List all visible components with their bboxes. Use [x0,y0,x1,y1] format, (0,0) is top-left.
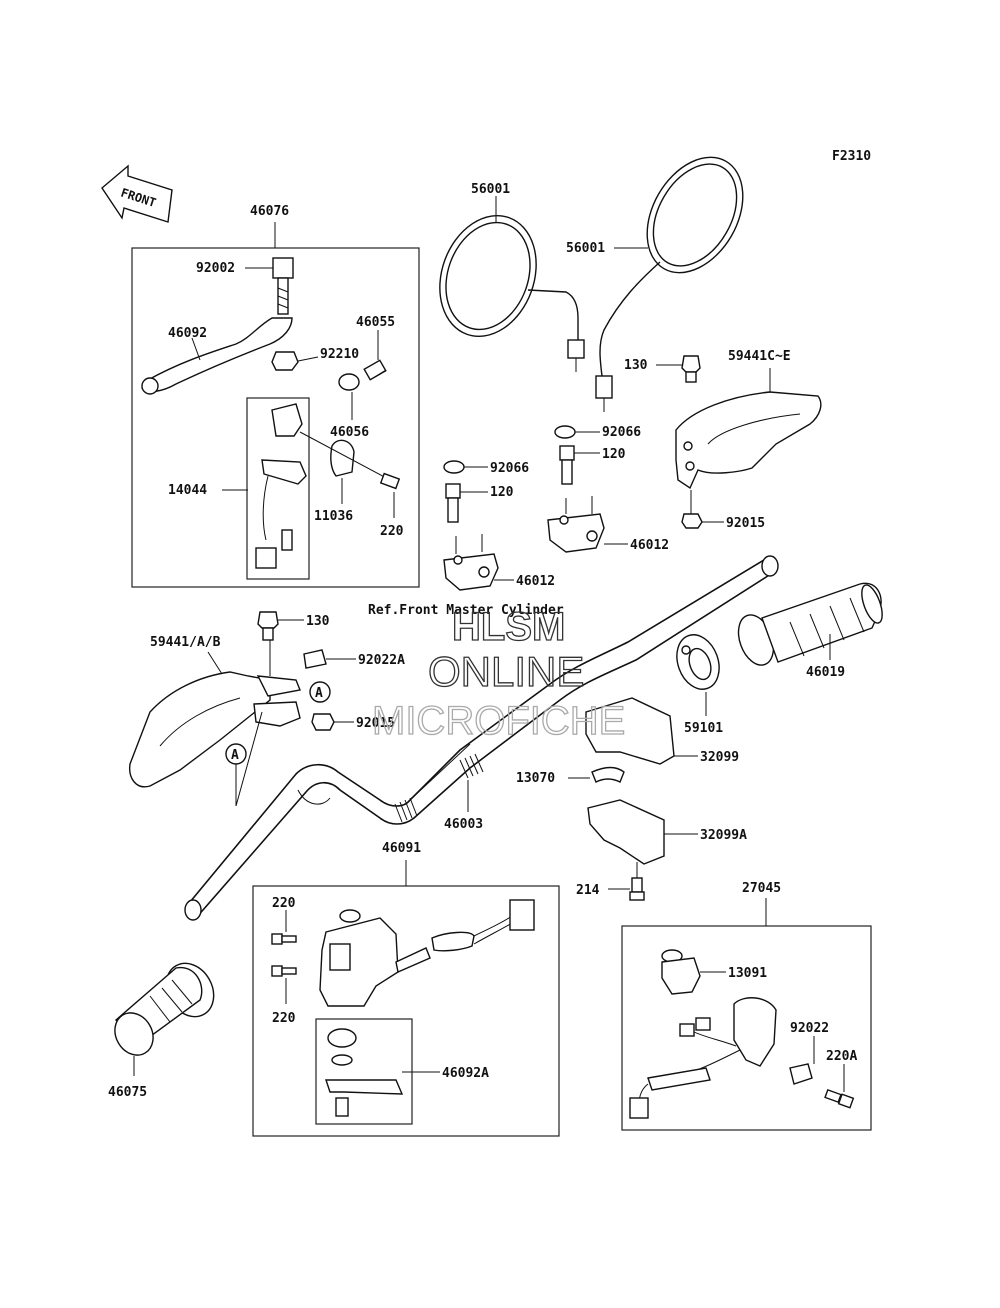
nut-92210-icon [271,351,299,371]
throttle-cam-59101-icon [676,634,720,690]
clutch-lever-icon [141,317,293,393]
label-46012-lower: 46012 [516,574,555,589]
label-46092a: 46092A [442,1066,489,1081]
label-13070: 13070 [516,771,555,786]
label-56001-right: 56001 [566,241,605,256]
screw-214-icon [629,877,645,901]
clip-92022-icon [789,1063,813,1085]
front-arrow-icon: FRONT [101,164,173,223]
label-220-lever: 220 [380,524,404,539]
watermark-line3: MICROFICHE [372,699,625,743]
label-46056: 46056 [330,425,369,440]
reference-note: Ref.Front Master Cylinder [368,603,564,618]
label-120-lower: 120 [490,485,514,500]
label-46003: 46003 [444,817,483,832]
washer-92066-lower-icon [443,460,465,474]
label-59101: 59101 [684,721,723,736]
bolt-130-right-icon [681,355,701,383]
label-46075: 46075 [108,1085,147,1100]
throttle-housing-32099-icon [585,697,675,765]
clutch-switch-14044-icon [255,403,307,569]
label-59441ce: 59441C~E [728,349,791,364]
label-46091: 46091 [382,841,421,856]
label-92002: 92002 [196,261,235,276]
label-130-right: 130 [624,358,648,373]
clip-92022a-icon [303,649,327,669]
switch-27045-icon [629,997,777,1119]
grip-46019-icon [737,582,883,666]
label-92015-right: 92015 [726,516,765,531]
handlebar-46003-icon [184,555,779,921]
bolt-120-upper-icon [559,445,575,485]
screw-220-lower-icon [271,965,297,977]
label-130-left: 130 [306,614,330,629]
choke-lever-46092a-icon [325,1028,404,1117]
label-220-upper: 220 [272,896,296,911]
label-46055: 46055 [356,315,395,330]
label-92015-left: 92015 [356,716,395,731]
label-32099a: 32099A [700,828,747,843]
clip-13070-icon [591,766,625,783]
handguard-left-icon [129,671,301,788]
locknut-46056-icon [338,373,360,391]
screw-220a-icon [824,1088,855,1109]
clamp-46012-lower-icon [443,534,499,591]
label-46092: 46092 [168,326,207,341]
label-46019: 46019 [806,665,845,680]
switch-assembly-group-box [621,925,872,1131]
bolt-130-left-icon [257,611,279,641]
bracket-11036-icon [330,439,355,477]
nut-92015-left-icon [311,713,335,731]
bolt-92002-icon [272,257,294,315]
switch-housing-46091-icon [319,899,535,1007]
callout-a-lower: A [231,748,239,763]
label-14044: 14044 [168,483,207,498]
bolt-120-lower-icon [445,483,461,523]
screw-220-icon [299,431,401,490]
label-46076: 46076 [250,204,289,219]
label-27045: 27045 [742,881,781,896]
handguard-right-icon [675,391,822,490]
grip-46075-icon [114,962,215,1056]
callout-a-marker-upper [309,681,331,703]
switch-13091-icon [661,949,701,995]
label-92066-lower: 92066 [490,461,529,476]
label-11036: 11036 [314,509,353,524]
throttle-housing-32099a-icon [587,799,665,865]
label-220a: 220A [826,1049,857,1064]
label-56001-left: 56001 [471,182,510,197]
label-220-lower: 220 [272,1011,296,1026]
label-59441ab: 59441/A/B [150,635,221,650]
screw-220-upper-icon [271,933,297,945]
mirror-right-icon [595,156,744,412]
label-214: 214 [576,883,600,898]
clamp-46012-upper-icon [547,496,605,553]
label-46012-upper: 46012 [630,538,669,553]
mirror-left-icon [439,214,585,372]
label-92210: 92210 [320,347,359,362]
label-92022: 92022 [790,1021,829,1036]
callout-a-upper: A [315,686,323,701]
label-92022a: 92022A [358,653,405,668]
watermark-line1: HLSM [452,605,565,649]
figure-code: F2310 [832,149,871,164]
watermark-line2: ONLINE [428,648,584,695]
label-92066-upper: 92066 [602,425,641,440]
switch-subgroup-box [246,397,310,580]
label-120-upper: 120 [602,447,626,462]
label-13091: 13091 [728,966,767,981]
nut-92015-right-icon [681,513,703,529]
adjuster-46055-icon [363,359,387,381]
washer-92066-upper-icon [554,425,576,439]
label-32099: 32099 [700,750,739,765]
